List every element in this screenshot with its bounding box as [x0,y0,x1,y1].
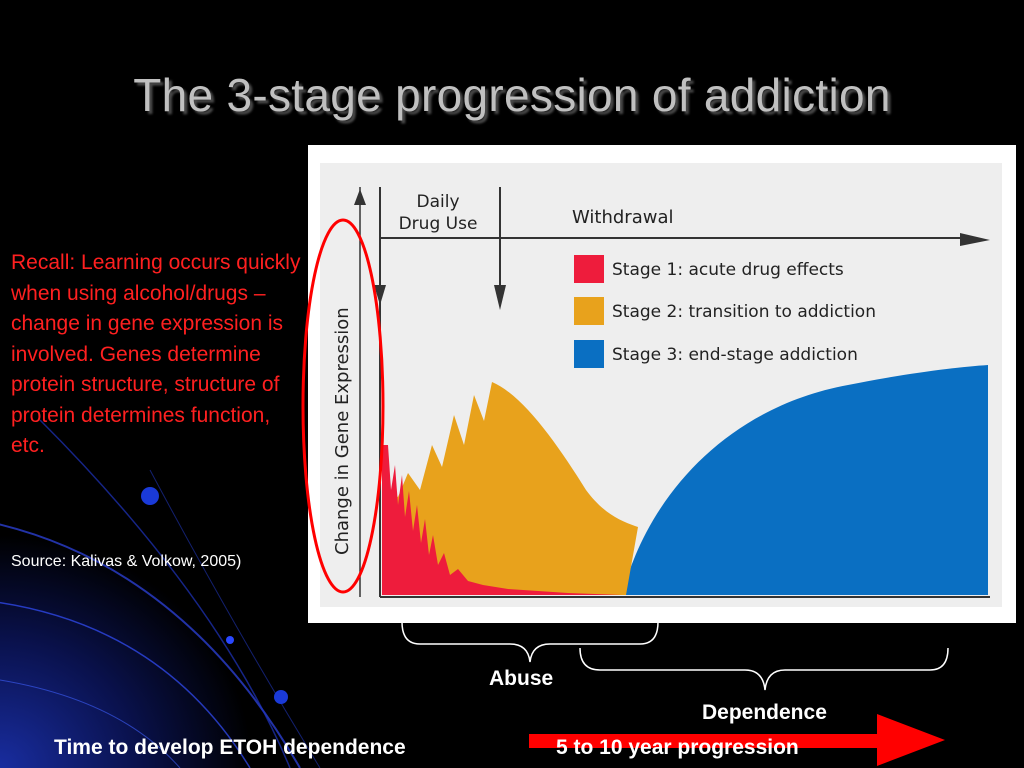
withdrawal-label: Withdrawal [572,207,673,228]
legend-label-stage3: Stage 3: end-stage addiction [612,345,858,365]
legend-swatch-stage2 [574,297,604,325]
addiction-stages-figure: Daily Drug Use Withdrawal Change in Gene… [308,145,1016,623]
drug-use-end-arrowhead [494,285,506,310]
legend-label-stage2: Stage 2: transition to addiction [612,302,876,322]
abuse-label: Abuse [489,667,554,690]
source-citation: Source: Kalivas & Volkow, 2005) [11,553,242,570]
stage3-area [622,365,988,595]
stage1-area [382,445,622,595]
dependence-label: Dependence [702,701,827,724]
daily-label-line1: Daily [416,192,459,212]
y-axis-arrowhead [354,189,366,205]
withdrawal-arrowhead [960,233,990,246]
time-label: Time to develop ETOH dependence [54,736,406,759]
decor-dot [274,690,288,704]
y-axis-label: Change in Gene Expression [332,307,353,555]
legend-label-stage1: Stage 1: acute drug effects [612,260,844,280]
daily-label-line2: Drug Use [399,214,478,234]
progression-arrow-icon [529,714,945,766]
figure-diagram: Daily Drug Use Withdrawal Change in Gene… [320,163,1002,607]
slide-title: The 3-stage progression of addiction [133,69,891,121]
legend-swatch-stage3 [574,340,604,368]
decor-dot [226,636,234,644]
recall-text: Recall: Learning occurs quickly when usi… [11,251,301,457]
decor-dot [141,487,159,505]
legend-swatch-stage1 [574,255,604,283]
legend: Stage 1: acute drug effects Stage 2: tra… [574,255,876,368]
progression-label: 5 to 10 year progression [556,736,799,759]
stage2-area [382,382,638,595]
